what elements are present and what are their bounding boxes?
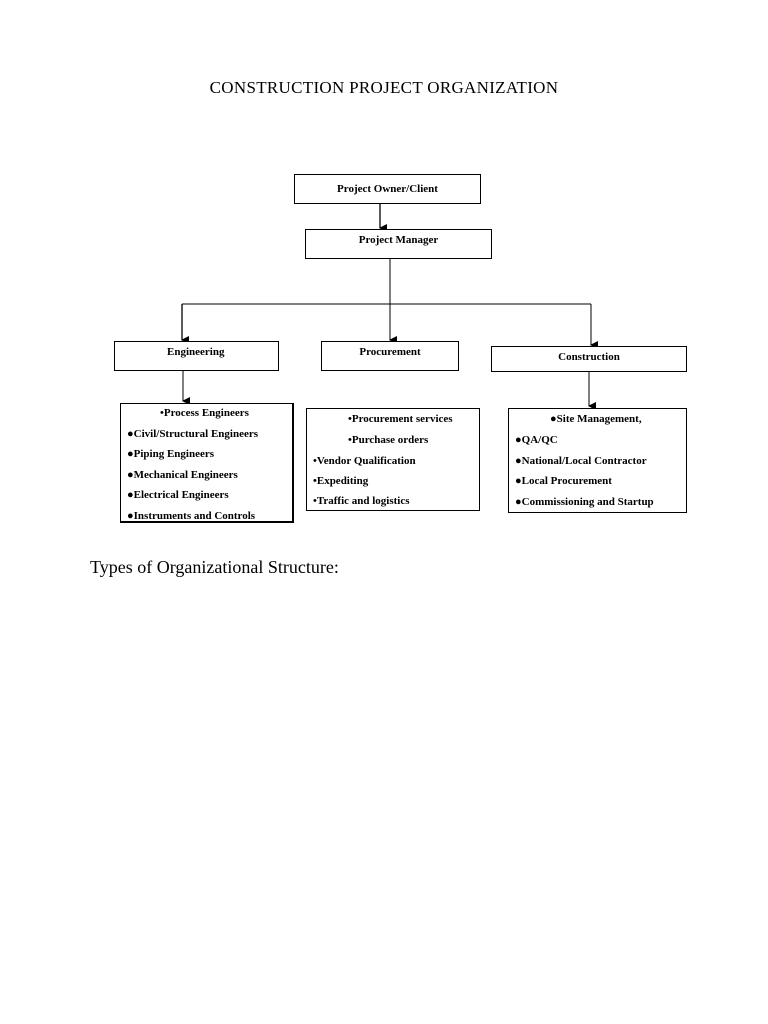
procurement-role-item: •Traffic and logistics bbox=[313, 495, 410, 507]
procurement-box: Procurement bbox=[321, 341, 459, 371]
procurement-role-item: •Vendor Qualification bbox=[313, 455, 416, 467]
construction-label: Construction bbox=[558, 351, 620, 363]
engineering-label: Engineering bbox=[167, 346, 225, 358]
procurement-label: Procurement bbox=[359, 346, 421, 358]
engineering-roles-box: •Process Engineers ●Civil/Structural Eng… bbox=[120, 403, 294, 523]
engineering-role-item: ●Piping Engineers bbox=[127, 448, 215, 460]
construction-roles-box: ●Site Management, ●QA/QC ●National/Local… bbox=[508, 408, 687, 513]
page-title: CONSTRUCTION PROJECT ORGANIZATION bbox=[209, 78, 559, 97]
owner-label: Project Owner/Client bbox=[337, 183, 438, 195]
engineering-role-item: •Process Engineers bbox=[160, 407, 249, 419]
procurement-role-item: •Procurement services bbox=[348, 413, 453, 425]
manager-label: Project Manager bbox=[358, 234, 439, 246]
engineering-role-item: ●Instruments and Controls bbox=[127, 510, 256, 522]
procurement-role-item: •Expediting bbox=[313, 475, 369, 487]
engineering-role-item: ●Mechanical Engineers bbox=[127, 469, 238, 481]
engineering-box: Engineering bbox=[114, 341, 279, 371]
procurement-roles-box: •Procurement services •Purchase orders •… bbox=[306, 408, 480, 511]
manager-box: Project Manager bbox=[305, 229, 492, 259]
owner-box: Project Owner/Client bbox=[294, 174, 481, 204]
construction-role-item: ●QA/QC bbox=[515, 434, 558, 446]
construction-role-item: ●Local Procurement bbox=[515, 475, 612, 487]
construction-box: Construction bbox=[491, 346, 687, 372]
construction-role-item: ●Commissioning and Startup bbox=[515, 496, 654, 508]
construction-role-item: ●National/Local Contractor bbox=[515, 455, 647, 467]
construction-role-item: ●Site Management, bbox=[550, 413, 642, 425]
engineering-role-item: ●Electrical Engineers bbox=[127, 489, 229, 501]
engineering-role-item: ●Civil/Structural Engineers bbox=[127, 428, 259, 440]
procurement-role-item: •Purchase orders bbox=[348, 434, 429, 446]
section-heading: Types of Organizational Structure: bbox=[90, 557, 339, 577]
